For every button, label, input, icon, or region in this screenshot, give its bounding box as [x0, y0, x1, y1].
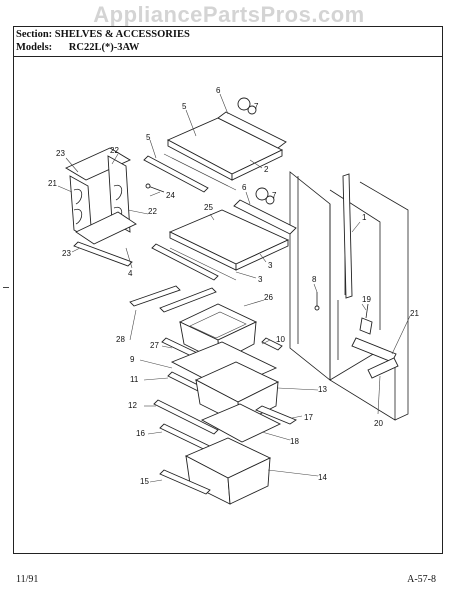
header-rule	[13, 56, 443, 57]
callout-2: 8	[312, 275, 317, 284]
callout-3: 2	[264, 165, 269, 174]
callout-28: 28	[116, 335, 125, 344]
slide-9	[261, 337, 283, 351]
callout-23: 23	[56, 149, 65, 158]
callout-16: 17	[304, 413, 313, 422]
rail-5-upper	[143, 155, 209, 193]
slide-11	[153, 399, 219, 435]
callout-18: 19	[362, 295, 371, 304]
callout-4: 5	[182, 102, 187, 111]
callout-5: 5	[146, 133, 151, 142]
bracket-assembly	[65, 147, 137, 245]
clip-7-upper	[237, 97, 257, 115]
cover-17	[200, 403, 282, 443]
footer-date: 11/91	[16, 574, 39, 585]
callout-5-b: 3	[258, 275, 263, 284]
rail-23-lower	[73, 241, 133, 267]
callout-6-b: 6	[242, 183, 247, 192]
margin-tick	[3, 287, 9, 288]
callout-14: 15	[140, 477, 149, 486]
callout-8: 9	[130, 355, 135, 364]
callout-21-b: 22	[148, 207, 157, 216]
shelf-4	[163, 117, 284, 191]
callout-22: 22	[110, 146, 119, 155]
callout-7: 7	[254, 102, 259, 111]
callout-22-b: 4	[128, 269, 133, 278]
rail-6-lower	[233, 199, 297, 235]
section-title: Section: SHELVES & ACCESSORIES	[16, 29, 190, 40]
rail-5-lower	[151, 243, 219, 281]
part-19	[367, 357, 399, 379]
callout-1: 1	[362, 213, 367, 222]
callout-12: 13	[318, 385, 327, 394]
models-label: Models:	[16, 42, 53, 53]
callout-24: 24	[166, 191, 175, 200]
part-20	[351, 337, 397, 363]
callout-6: 6	[216, 86, 221, 95]
shelf-25	[168, 209, 290, 281]
callout-19: 20	[374, 419, 383, 428]
models-line: Models: RC22L(*)-3AW	[16, 42, 139, 53]
callout-26: 26	[264, 293, 273, 302]
bin-13	[184, 437, 272, 505]
rail-6-upper	[217, 111, 287, 149]
screw-24	[145, 183, 165, 193]
callout-7-b: 7	[272, 191, 277, 200]
footer-page-code: A-57-8	[407, 574, 436, 585]
callout-11: 12	[128, 401, 137, 410]
watermark: AppliancePartsPros.com	[93, 2, 365, 27]
slide-14	[159, 469, 211, 495]
callout-25: 25	[204, 203, 213, 212]
callout-3-b: 3	[268, 261, 273, 270]
callout-9: 10	[276, 335, 285, 344]
callout-23-b: 23	[62, 249, 71, 258]
diagram-frame	[13, 26, 443, 554]
models-value: RC22L(*)-3AW	[68, 42, 140, 53]
clip-7-lower	[255, 187, 275, 205]
rails-28	[129, 285, 217, 313]
callout-20: 21	[410, 309, 419, 318]
part-18	[359, 303, 373, 335]
callout-15: 16	[136, 429, 145, 438]
callout-13: 14	[318, 473, 327, 482]
callout-labels: 5 6 7 5 2 22 23 21 22 24 6 7 25 1 3 3 23…	[48, 86, 419, 486]
vertical-bar-1	[342, 173, 353, 299]
callout-27: 27	[150, 341, 159, 350]
slide-16	[255, 405, 297, 425]
leader-lines	[57, 93, 411, 483]
callout-21: 21	[48, 179, 57, 188]
callout-10: 11	[130, 375, 139, 384]
callout-17: 18	[290, 437, 299, 446]
screw-2	[314, 292, 320, 311]
